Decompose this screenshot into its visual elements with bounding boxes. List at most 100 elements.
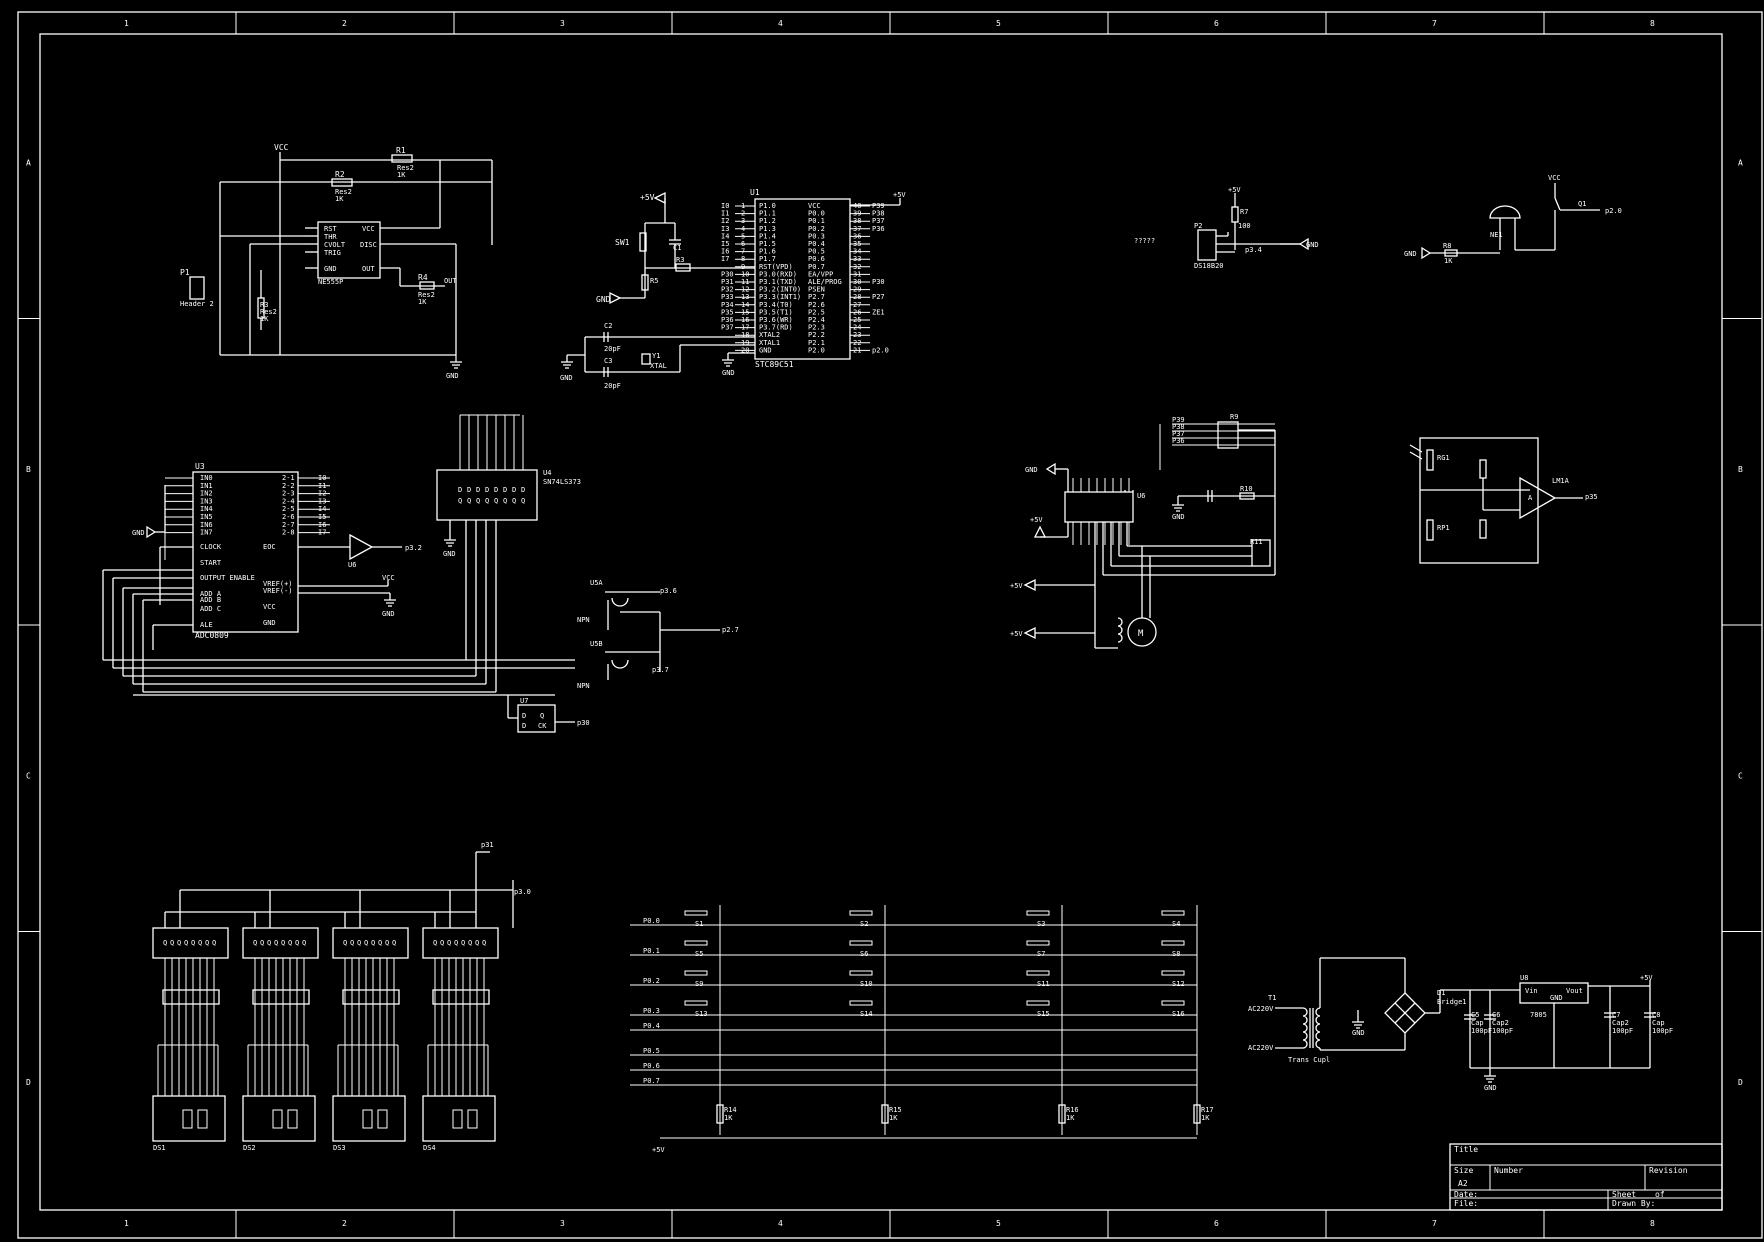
r9-ref: R9	[1230, 413, 1238, 421]
sensor-net: p3.4	[1245, 246, 1262, 254]
keypad-key: S16	[1172, 1010, 1185, 1018]
resistor-array	[342, 989, 400, 1005]
ds-ref: DS2	[243, 1144, 256, 1152]
mcu-pin-num: 3	[741, 217, 745, 225]
mcu-left-net: I4	[721, 232, 729, 240]
latch-pin: D	[476, 486, 480, 494]
keypad-key: S7	[1037, 950, 1045, 958]
adc-out-pin: 2-5	[282, 505, 295, 513]
shift-pin: Q	[170, 939, 174, 947]
ds-ref: DS4	[423, 1144, 436, 1152]
mcu-right-pin: P0.4	[808, 240, 825, 248]
mcu-right-pin: P0.1	[808, 217, 825, 225]
keypad-res-ref: R17	[1201, 1106, 1214, 1114]
mcu-pin-num: 17	[741, 324, 749, 332]
c6-type: Cap2	[1492, 1019, 1509, 1027]
mcu-left-pin: P3.7(RD)	[759, 324, 793, 332]
mcu-left-pin: P3.2(INT0)	[759, 286, 801, 294]
keypad-key: S11	[1037, 980, 1050, 988]
keypad-row-label: P0.2	[643, 977, 660, 985]
mcu-pin-num: 10	[741, 270, 749, 278]
keypad-row-label: P0.4	[643, 1022, 660, 1030]
ac2-label: AC220V	[1248, 1044, 1274, 1052]
mcu-left-pin: P1.4	[759, 232, 776, 240]
pin-disc: DISC	[360, 241, 377, 249]
keypad-switch	[684, 1000, 708, 1006]
dff-d: D	[522, 712, 526, 720]
mcu-pin-num: 29	[853, 286, 861, 294]
gate-circuit: U5A p3.6 NPN p2.7 U5B p3.7 NPN U7 D Q D …	[507, 579, 739, 733]
r4-type: Res2	[418, 291, 435, 299]
keypad-switch	[684, 970, 708, 976]
keypad-res-ref: R14	[724, 1106, 737, 1114]
keypad-resistor	[716, 1104, 724, 1124]
xtal-part: XTAL	[650, 362, 667, 370]
adc-vcc: VCC	[382, 574, 395, 582]
c5-val: 100pF	[1471, 1027, 1492, 1035]
adc-right-pin: VCC	[263, 603, 276, 611]
keypad-key: S12	[1172, 980, 1185, 988]
digit-seg	[197, 1109, 208, 1129]
mcu-right-pin: P0.2	[808, 225, 825, 233]
out-label: OUT	[444, 277, 457, 285]
shift-pin: Q	[163, 939, 167, 947]
keypad-key: S1	[695, 920, 703, 928]
shift-pin: Q	[177, 939, 181, 947]
adc-part: ADC0809	[195, 631, 229, 640]
latch-gnd: GND	[443, 550, 456, 558]
keypad-switch	[849, 940, 873, 946]
shift-register-chip	[332, 927, 409, 959]
keypad-key: S15	[1037, 1010, 1050, 1018]
keypad-key: S5	[695, 950, 703, 958]
adc-p32: p3.2	[405, 544, 422, 552]
shift-pin: Q	[288, 939, 292, 947]
mcu-right-pin: P0.0	[808, 210, 825, 218]
digit-seg	[467, 1109, 478, 1129]
shift-pin: Q	[461, 939, 465, 947]
keypad-switch	[849, 910, 873, 916]
adc-out-net: I7	[318, 529, 326, 537]
p2-ref: P2	[1194, 222, 1202, 230]
keypad-res-ref: R15	[889, 1106, 902, 1114]
mcu-pin-num: 5	[741, 232, 745, 240]
shift-pin: Q	[191, 939, 195, 947]
mcu-left-pin: P3.6(WR)	[759, 316, 793, 324]
mcu-left-pin: XTAL1	[759, 339, 780, 347]
adc-in-pin: IN3	[200, 497, 213, 505]
r7-val: 100	[1238, 222, 1251, 230]
adc-out-net: I5	[318, 513, 326, 521]
sensor-gnd: GND	[1306, 241, 1319, 249]
row-mark-left: B	[26, 465, 31, 474]
row-mark-right: B	[1738, 465, 1743, 474]
mcu-right-net: ZE1	[872, 308, 885, 316]
adc-right-pin: VREF(-)	[263, 587, 293, 595]
date-label: Date:	[1454, 1190, 1478, 1199]
dff-q: Q	[540, 712, 544, 720]
digit-seg	[362, 1109, 373, 1129]
keypad-res-val: 1K	[889, 1114, 898, 1122]
adc-out-net: I4	[318, 505, 326, 513]
mcu-left-net: P33	[721, 293, 734, 301]
row-mark-right: C	[1738, 771, 1743, 780]
net-p27: p2.7	[722, 626, 739, 634]
ne555-chip	[317, 221, 381, 279]
col-mark-top: 7	[1432, 19, 1437, 28]
motor-pnet: P37	[1172, 430, 1185, 438]
adc-gnd2: GND	[382, 610, 395, 618]
adc-right-pin: VREF(+)	[263, 580, 293, 588]
latch-pin: D	[503, 486, 507, 494]
mcu-right-net: P36	[872, 225, 885, 233]
keypad-res-val: 1K	[724, 1114, 733, 1122]
col-mark-top: 2	[342, 19, 347, 28]
keypad-switch	[1026, 1000, 1050, 1006]
adc-chip	[192, 471, 299, 633]
r2-type: Res2	[335, 188, 352, 196]
npn-1: NPN	[577, 616, 590, 624]
keypad-key: S10	[860, 980, 873, 988]
digit-seg	[182, 1109, 193, 1129]
latch-pin: Q	[476, 497, 480, 505]
latch-pin: Q	[512, 497, 516, 505]
motor-plus5v1: +5V	[1030, 516, 1043, 524]
col-mark-bottom: 6	[1214, 1219, 1219, 1228]
